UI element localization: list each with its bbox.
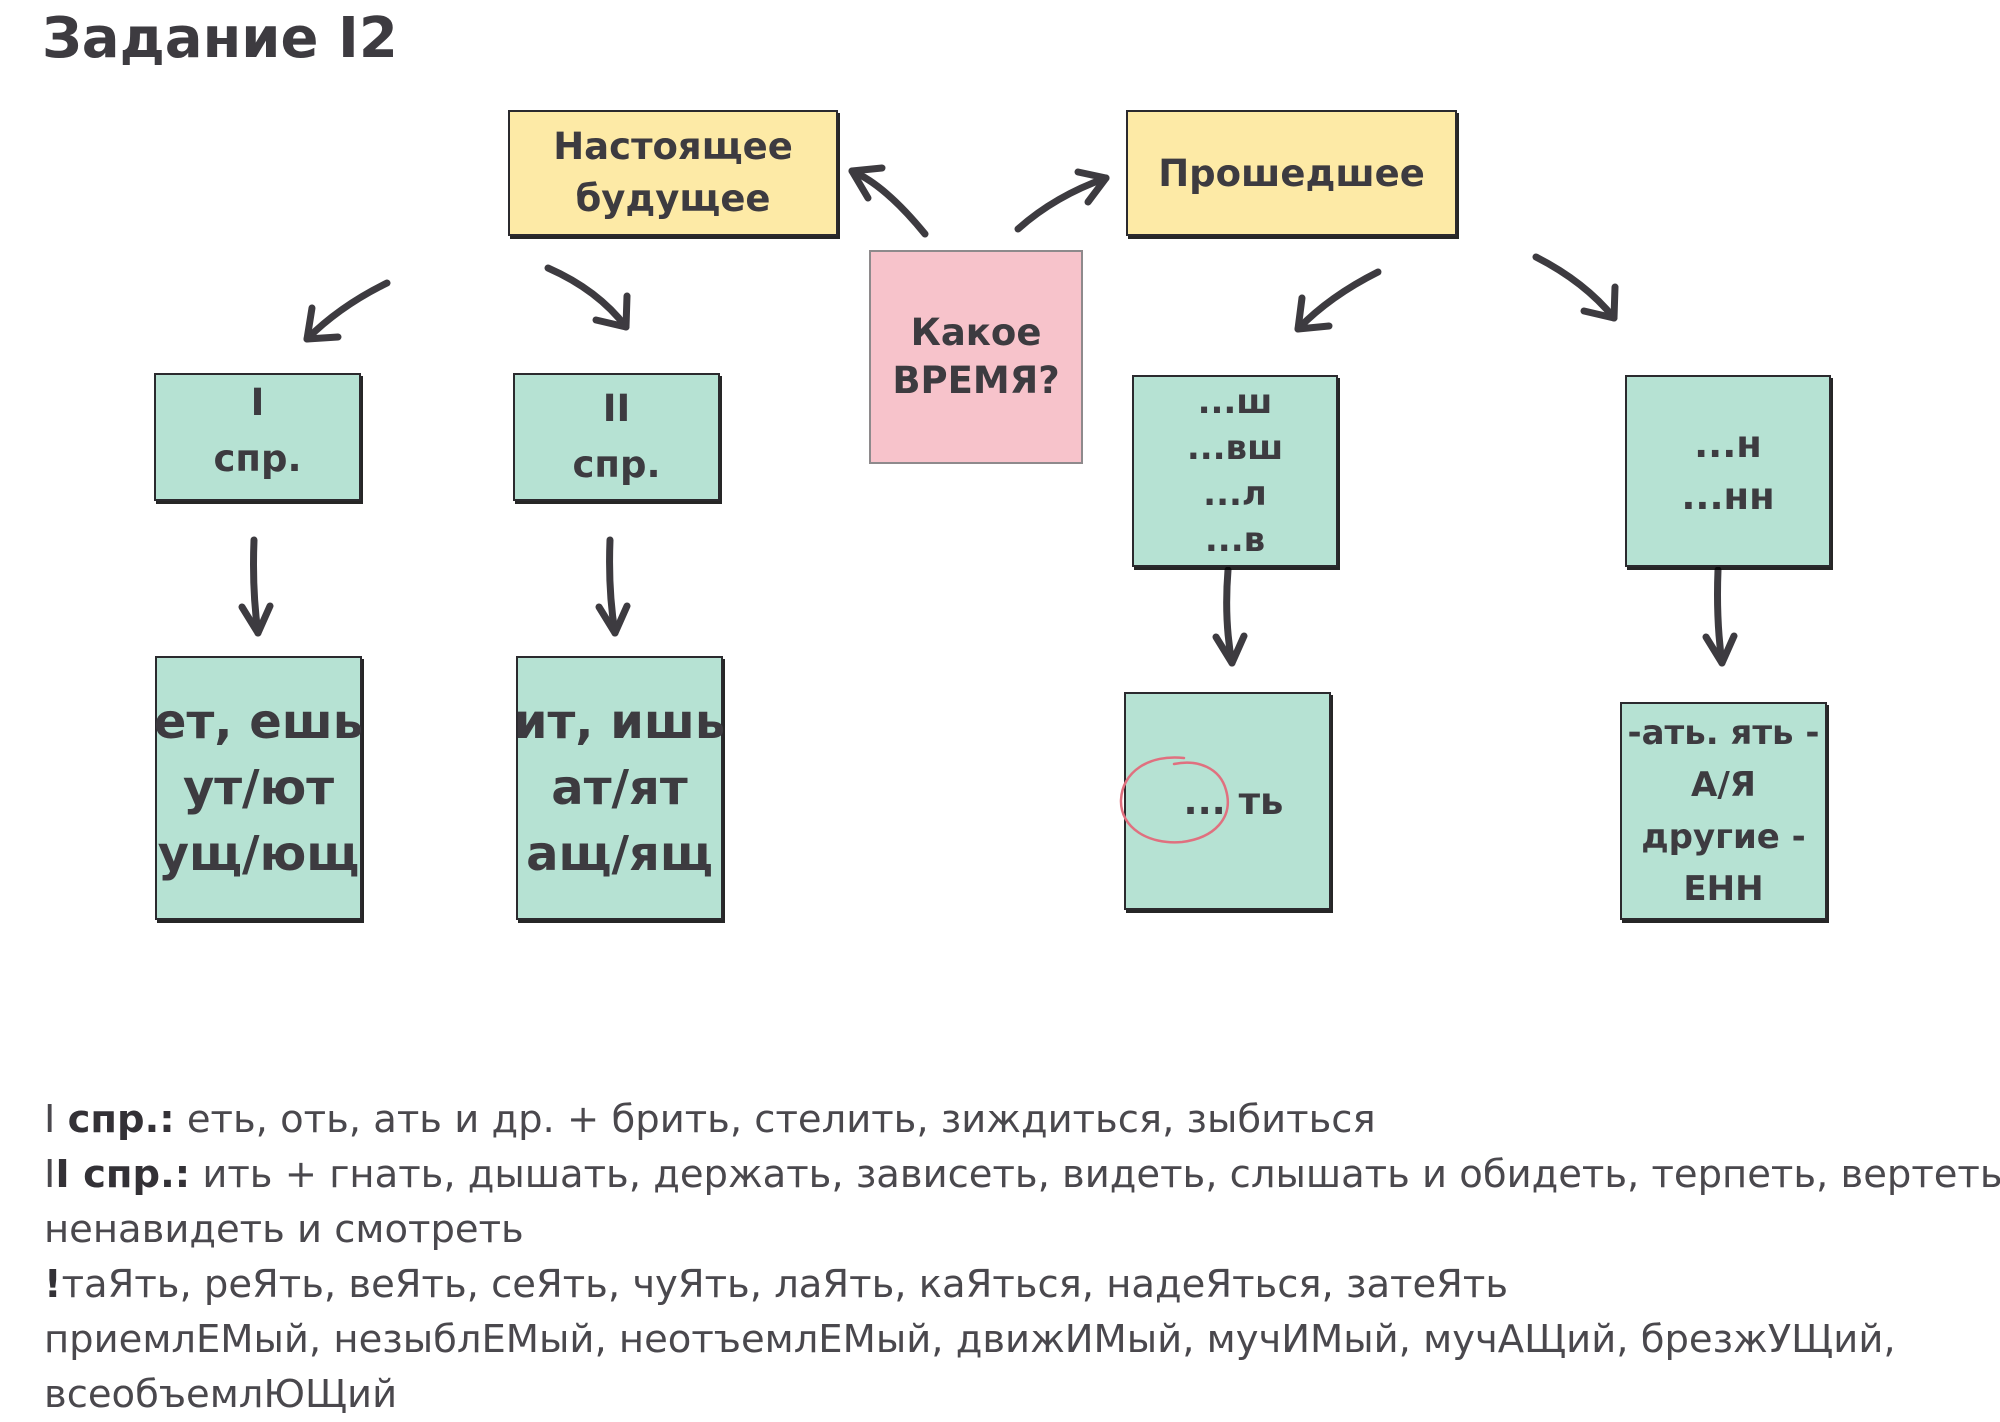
legend-row1-text: еть, оть, ать и др. + брить, стелить, зи… (174, 1097, 1376, 1142)
rules-legend: I спр.: еть, оть, ать и др. + брить, сте… (44, 1092, 2000, 1422)
present-future-box: Настоящее будущее (508, 110, 838, 236)
conjugation-2-endings-line1: ит, ишь (513, 694, 726, 750)
conjugation-1-endings-box: ет, ешь ут/ют ущ/ющ (153, 656, 364, 920)
legend-row4-bold: ! (44, 1262, 62, 1307)
legend-row-participles-cont: всеобъемлЮЩий (44, 1372, 398, 1417)
past-label: Прошедшее (1158, 151, 1425, 195)
legend-row4-text: таЯть, реЯть, веЯть, сеЯть, чуЯть, лаЯть… (61, 1262, 1509, 1307)
arrow-suffixes-b-down (1702, 566, 1738, 667)
past-suffix-l: ...л (1203, 474, 1267, 514)
legend-row-conj2-cont: ненавидеть и смотреть (44, 1207, 524, 1252)
arrow-suffixes-a-down (1212, 566, 1248, 667)
past-suffixes-box: ...ш ...вш ...л ...в (1132, 375, 1338, 567)
participle-rule-box: -ать. ять - А/Я другие - ЕНН (1620, 702, 1827, 920)
legend-row1-bold: спр.: (67, 1097, 175, 1142)
arrow-present-to-conj2 (544, 264, 631, 331)
legend-row-participles: приемлЕМый, незыблЕМый, неотъемлЕМый, дв… (44, 1317, 1896, 1362)
past-suffix-sh: ...ш (1197, 382, 1273, 422)
arrow-past-to-suffixes-a (1294, 268, 1382, 333)
participle-rule-line1: -ать. ять - (1627, 713, 1820, 753)
arrow-conj1-down (238, 536, 274, 637)
arrow-present-to-conj1 (303, 279, 391, 343)
passive-suffix-nn: ...нн (1681, 475, 1775, 518)
passive-suffix-n: ...н (1694, 423, 1762, 466)
past-suffix-vsh: ...вш (1186, 428, 1284, 468)
arrow-center-to-past (1014, 168, 1110, 233)
conjugation-2-numeral: II (602, 387, 631, 430)
past-box: Прошедшее (1126, 110, 1457, 236)
legend-row2-prefix: I (44, 1152, 56, 1197)
conjugation-1-box: I спр. (154, 373, 361, 501)
present-future-line2: будущее (575, 177, 771, 220)
participle-rule-line2: А/Я (1691, 765, 1756, 805)
participle-rule-line4: ЕНН (1683, 869, 1764, 909)
tense-question-box: Какое ВРЕМЯ? (869, 250, 1083, 464)
conjugation-1-numeral: I (250, 381, 265, 424)
arrow-conj2-down (595, 536, 631, 637)
conjugation-1-endings-line3: ущ/ющ (157, 826, 360, 882)
participle-rule-line3: другие - (1641, 817, 1806, 857)
conjugation-1-endings-line1: ет, ешь (153, 694, 364, 750)
passive-suffixes-box: ...н ...нн (1625, 375, 1831, 567)
conjugation-2-endings-line2: ат/ят (551, 760, 688, 816)
conjugation-2-endings-box: ит, ишь ат/ят ащ/ящ (513, 656, 726, 920)
infinitive-highlight-circle (1119, 756, 1229, 844)
legend-row-exceptions: !таЯть, реЯть, веЯть, сеЯть, чуЯть, лаЯт… (44, 1257, 1964, 1312)
infinitive-label: ... ть (1183, 779, 1284, 823)
page-title: Задание I2 (42, 6, 398, 71)
present-future-line1: Настоящее (553, 125, 793, 168)
legend-row-conj1: I спр.: еть, оть, ать и др. + брить, сте… (44, 1092, 1964, 1147)
past-suffix-v: ...в (1204, 520, 1266, 560)
conjugation-2-box: II спр. (513, 373, 720, 501)
tense-question-line2: ВРЕМЯ? (892, 359, 1060, 402)
tense-question-line1: Какое (910, 311, 1042, 354)
conjugation-1-label: спр. (213, 437, 302, 480)
legend-row2-text: ить + гнать, дышать, держать, зависеть, … (190, 1152, 2000, 1197)
conjugation-1-endings-line2: ут/ют (182, 760, 335, 816)
conjugation-2-label: спр. (572, 443, 661, 486)
conjugation-2-endings-line3: ащ/ящ (526, 826, 713, 882)
arrow-center-to-present (848, 164, 929, 238)
legend-row2-bold: I спр.: (55, 1152, 191, 1197)
legend-row1-prefix: I (44, 1097, 68, 1142)
arrow-past-to-suffixes-b (1532, 253, 1619, 322)
legend-row-conj2: II спр.: ить + гнать, дышать, держать, з… (44, 1147, 2000, 1202)
